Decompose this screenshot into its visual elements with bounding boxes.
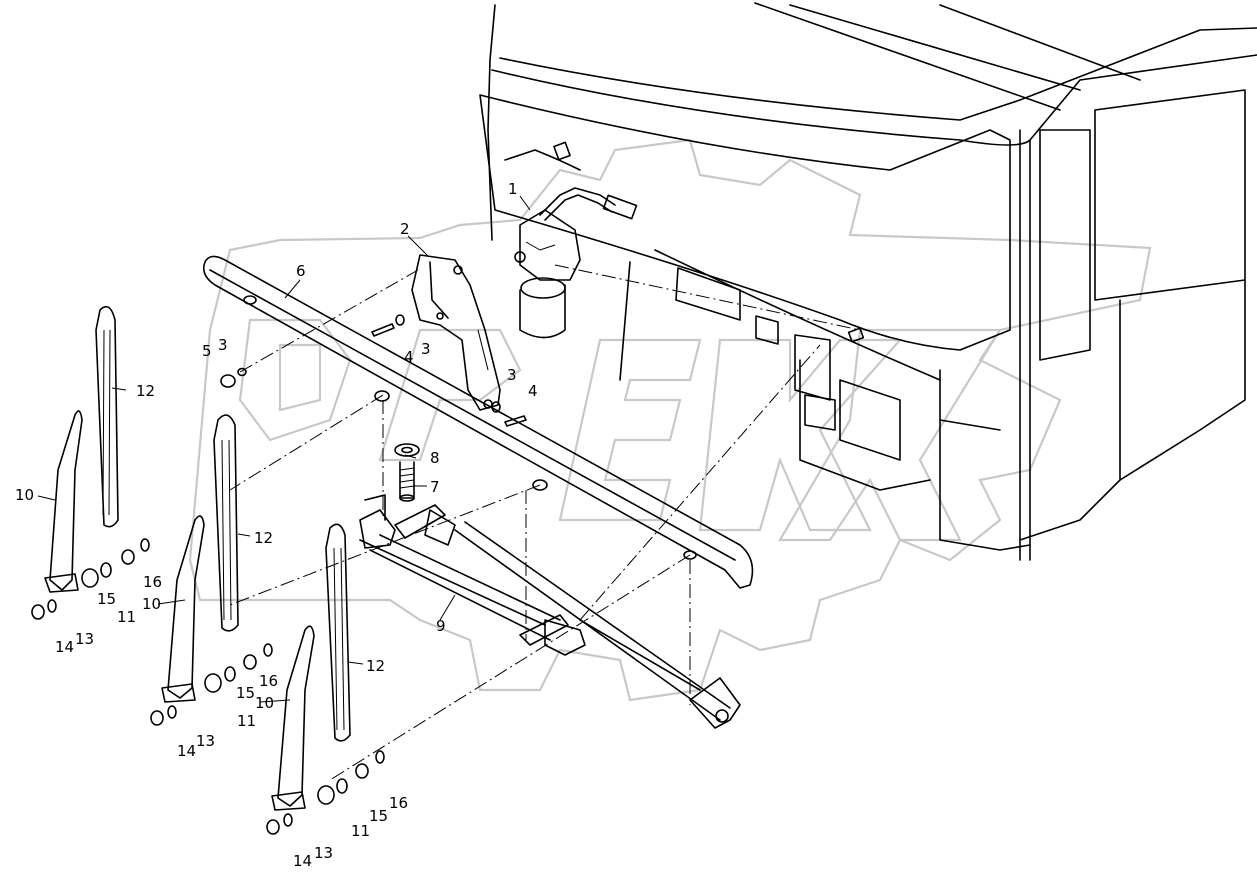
fasteners: [220, 314, 527, 427]
callout-15: 15: [369, 807, 388, 825]
wiper-crossbar: [202, 255, 754, 589]
callout-4: 4: [404, 348, 414, 366]
callout-10: 10: [255, 694, 274, 712]
callout-13: 13: [196, 732, 215, 750]
wiper-arm-3: [271, 625, 315, 811]
callout-16: 16: [143, 573, 162, 591]
callout-14: 14: [177, 742, 196, 760]
motor-bracket: [411, 254, 501, 411]
alignment-lines: [229, 264, 861, 781]
wiper-blade-2: [213, 414, 239, 632]
callout-13: 13: [75, 630, 94, 648]
callout-11: 11: [237, 712, 256, 730]
wiper-motor: [514, 187, 638, 339]
wiper-blade-3: [325, 523, 351, 742]
callout-14: 14: [55, 638, 74, 656]
gear-logo-watermark: [188, 138, 1152, 702]
arm-hardware-3: [266, 750, 385, 835]
callout-3: 3: [507, 366, 517, 384]
callout-12: 12: [136, 382, 155, 400]
wiper-blade-1: [95, 305, 119, 528]
callout-labels: 1 2 3 3 3 4 4 5 6 7 8 9 10 10 10 11 11 1…: [15, 180, 538, 870]
callout-3: 3: [421, 340, 431, 358]
callout-5: 5: [202, 342, 212, 360]
callout-15: 15: [97, 590, 116, 608]
callout-15: 15: [236, 684, 255, 702]
callout-13: 13: [314, 844, 333, 862]
callout-12: 12: [254, 529, 273, 547]
callout-16: 16: [389, 794, 408, 812]
arm-hardware-2: [150, 643, 273, 726]
callout-8: 8: [430, 449, 440, 467]
callout-6: 6: [296, 262, 306, 280]
callout-14: 14: [293, 852, 312, 870]
callout-11: 11: [351, 822, 370, 840]
callout-9: 9: [436, 617, 446, 635]
callout-1: 1: [508, 180, 518, 198]
callout-7: 7: [430, 478, 440, 496]
spacer-and-bolt: [394, 443, 420, 502]
truck-cab-outline: [479, 2, 1257, 561]
wiper-arm-1: [44, 410, 83, 593]
callout-4: 4: [528, 382, 538, 400]
callout-2: 2: [400, 220, 410, 238]
callout-11: 11: [117, 608, 136, 626]
callout-3: 3: [218, 336, 228, 354]
callout-10: 10: [142, 595, 161, 613]
wiper-linkage: [359, 494, 741, 729]
leader-lines: [37, 195, 531, 703]
callout-12: 12: [366, 657, 385, 675]
callout-16: 16: [259, 672, 278, 690]
callout-10: 10: [15, 486, 34, 504]
arm-hardware-1: [31, 538, 150, 620]
wiper-arm-2: [161, 515, 205, 703]
